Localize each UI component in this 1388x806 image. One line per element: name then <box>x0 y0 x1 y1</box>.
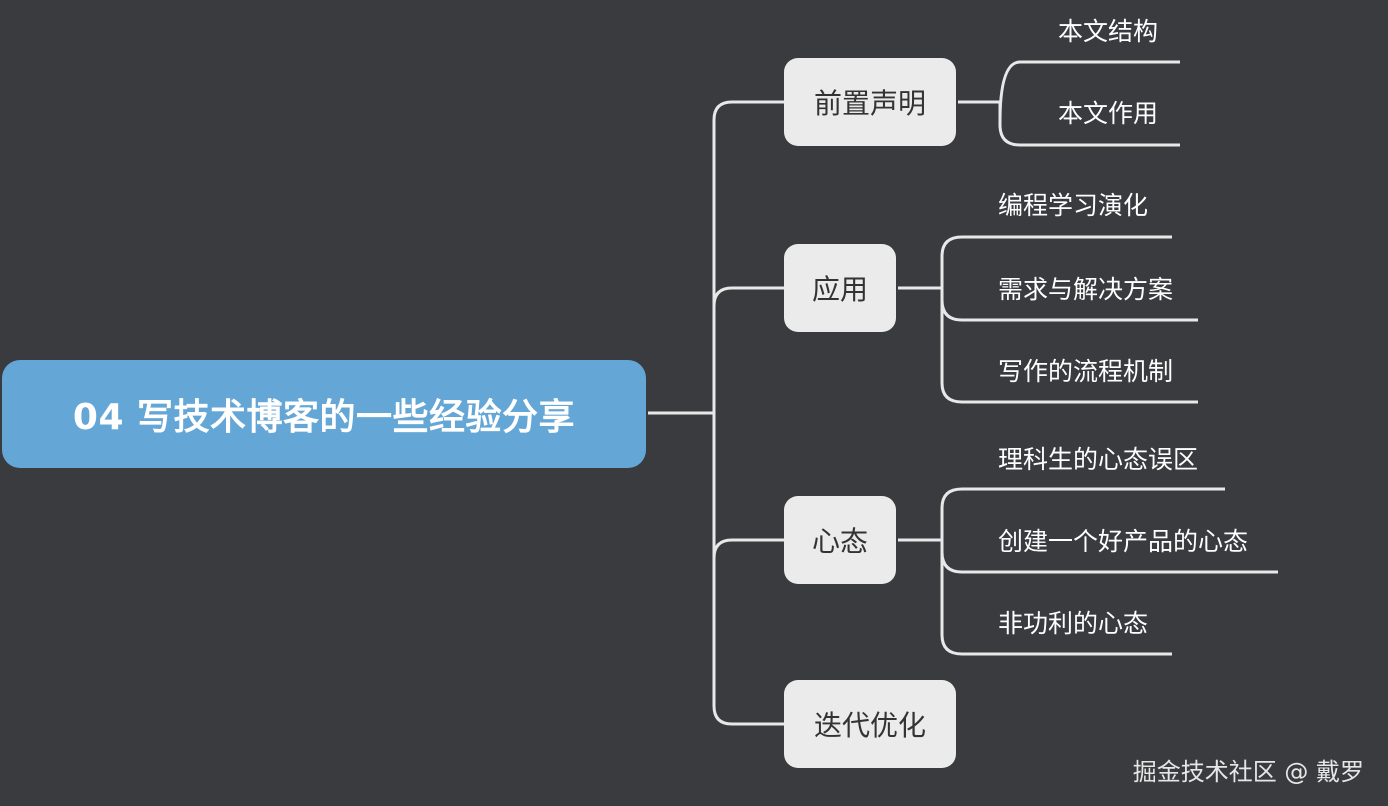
root-topic[interactable]: 04 写技术博客的一些经验分享 <box>2 360 646 468</box>
leaf-topic[interactable]: 理科生的心态误区 <box>998 445 1199 474</box>
branch-topic-label: 前置声明 <box>813 87 926 120</box>
branch-topic-iteration[interactable]: 迭代优化 <box>784 680 956 768</box>
branch-topic-mindset[interactable]: 心态 <box>784 496 896 584</box>
leaf-topic[interactable]: 写作的流程机制 <box>998 357 1174 386</box>
root-topic-label: 04 写技术博客的一些经验分享 <box>72 397 576 438</box>
leaf-topic[interactable]: 本文作用 <box>1058 99 1159 128</box>
leaf-topic[interactable]: 本文结构 <box>1058 17 1159 46</box>
branch-topic-label: 迭代优化 <box>813 709 926 742</box>
branch-2-connector <box>898 235 1198 404</box>
branch-topic-preface[interactable]: 前置声明 <box>784 58 956 146</box>
branch-1-connector <box>958 60 1180 147</box>
branch-topic-label: 应用 <box>811 273 868 306</box>
leaf-topic[interactable]: 编程学习演化 <box>998 191 1149 220</box>
branch-3-connector <box>898 487 1278 656</box>
leaf-topic[interactable]: 创建一个好产品的心态 <box>998 527 1249 556</box>
watermark: 掘金技术社区 @ 戴罗 <box>1132 758 1364 786</box>
branch-topic-label: 心态 <box>811 525 868 558</box>
branch-topic-application[interactable]: 应用 <box>784 244 896 332</box>
leaf-topic[interactable]: 非功利的心态 <box>998 609 1149 638</box>
leaf-topic[interactable]: 需求与解决方案 <box>998 275 1174 304</box>
trunk-line <box>712 100 784 726</box>
